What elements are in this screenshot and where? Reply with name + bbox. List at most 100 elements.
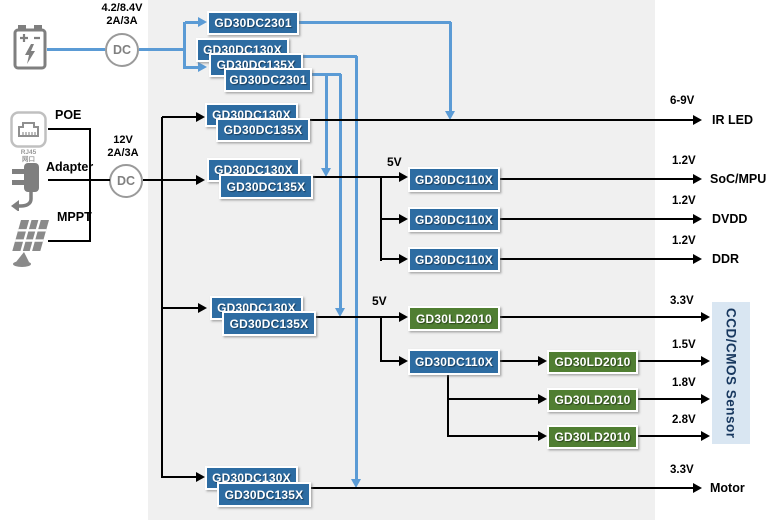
arrow-head (701, 431, 710, 441)
arrow-head (399, 172, 408, 182)
arrow-head (693, 174, 702, 184)
arrow-head (198, 303, 207, 313)
sensor33-out (500, 316, 701, 318)
arrow-head (335, 308, 345, 317)
box-33v-gd30ld2010: GD30LD2010 (408, 306, 500, 331)
input-bus (89, 129, 91, 242)
box-batt-gd30dc2301: GD30DC2301 (224, 68, 312, 92)
dc12-out-arrow (143, 179, 196, 181)
wired-rail-rating: 12V 2A/3A (83, 134, 163, 160)
battery-rail-current: 2A/3A (106, 15, 138, 27)
arrow-head (693, 483, 702, 493)
battery-to-dc (47, 48, 105, 51)
irled-out (305, 119, 693, 121)
arrow-head (198, 62, 207, 72)
row4-in-arrow (162, 476, 196, 478)
output-motor: Motor (710, 481, 745, 495)
voltage-sensor-33: 3.3V (670, 295, 694, 307)
box-boost-gd30dc2301: GD30DC2301 (207, 11, 299, 35)
arrow-head (701, 356, 710, 366)
voltage-sensor-28: 2.8V (672, 414, 696, 426)
rj45-caption: RJ45 网口 (10, 149, 47, 163)
box-5v1-gd30dc135x: GD30DC135X (219, 174, 313, 199)
box-5v2-gd30dc135x: GD30DC135X (222, 311, 316, 336)
dc-converter-wired: DC (109, 164, 143, 198)
battery-icon (13, 25, 47, 70)
arrow-head (399, 312, 408, 322)
output-ir-led: IR LED (712, 113, 753, 127)
arrow-head (693, 214, 702, 224)
arrow-head (196, 472, 205, 482)
batt-drop-to-5v2 (339, 74, 342, 308)
mppt-label: MPPT (57, 210, 92, 224)
soc-out (500, 178, 693, 180)
box-soc-gd30dc110x: GD30DC110X (408, 167, 500, 192)
c110b-in-arrow (381, 360, 399, 362)
c110b-drop (447, 374, 449, 437)
ddr-out (500, 258, 693, 260)
box-28v-gd30ld2010: GD30LD2010 (547, 425, 638, 449)
dc-batt-split (183, 22, 186, 69)
arrow-head (399, 356, 408, 366)
arrow-head (445, 111, 455, 120)
rail5v2-junction (380, 317, 382, 362)
box-irled-gd30dc135x: GD30DC135X (216, 118, 310, 142)
voltage-ir-led: 6-9V (670, 95, 695, 107)
arrow-head (198, 17, 207, 27)
box-dvdd-gd30dc110x: GD30DC110X (408, 207, 500, 232)
row1-in-arrow (162, 116, 196, 118)
poe-label: POE (55, 108, 82, 122)
dvdd-in-arrow (381, 218, 399, 220)
box-motor-gd30dc135x: GD30DC135X (217, 482, 311, 507)
arrow-head (399, 214, 408, 224)
box-18v-gd30ld2010: GD30LD2010 (547, 388, 638, 412)
boost-out (299, 21, 451, 24)
voltage-sensor-18: 1.8V (672, 377, 696, 389)
ld28-in-arrow (448, 435, 538, 437)
wired-rail-voltage: 12V (113, 134, 133, 146)
voltage-dvdd: 1.2V (672, 195, 696, 207)
ddr-in-arrow (381, 258, 399, 260)
voltage-sensor-15: 1.5V (672, 339, 696, 351)
sensor18-out (638, 398, 701, 400)
battery-rail-rating: 4.2/8.4V 2A/3A (82, 2, 162, 28)
arrow-head (196, 112, 205, 122)
ld18-in-arrow (448, 398, 538, 400)
rj45-caption-line1: RJ45 (20, 149, 37, 156)
power-adapter-icon (11, 163, 39, 211)
dvdd-out (500, 218, 693, 220)
arrow-head (701, 394, 710, 404)
arrow-head (399, 254, 408, 264)
arrow-head (538, 431, 547, 441)
wired-rail-current: 2A/3A (107, 147, 139, 159)
ccd-cmos-sensor-box: CCD/CMOS Sensor (712, 302, 750, 444)
rail5v2-out (314, 316, 382, 318)
batt-drop-to-5v1 (325, 74, 328, 168)
motor-out (310, 487, 693, 489)
arrow-head (701, 312, 710, 322)
dc-batt-out (139, 48, 185, 51)
to-boost-arrow (185, 21, 198, 24)
c110b-out-arrow (500, 360, 538, 362)
output-ddr: DDR (712, 252, 740, 266)
poe-line (48, 128, 91, 130)
batt130x-drop-to-motor (355, 56, 358, 479)
arrow-head (693, 115, 702, 125)
adapter-label: Adapter (46, 160, 94, 174)
rail5v1-out (310, 176, 382, 178)
arrow-head (693, 254, 702, 264)
trunk (161, 117, 163, 478)
arrow-head (538, 394, 547, 404)
dc-converter-battery-label: DC (112, 43, 132, 57)
rail-5v-label-2: 5V (372, 294, 387, 308)
rj45-caption-line2: 网口 (22, 156, 35, 163)
sensor15-out (638, 360, 701, 362)
box-sensor-gd30dc110x: GD30DC110X (408, 349, 500, 375)
voltage-soc: 1.2V (672, 155, 696, 167)
box-ddr-gd30dc110x: GD30DC110X (408, 247, 500, 272)
battery-rail-voltage: 4.2/8.4V (101, 2, 143, 14)
voltage-motor: 3.3V (670, 464, 694, 476)
output-soc-mpu: SoC/MPU (710, 172, 767, 186)
rail-5v-label-1: 5V (387, 155, 402, 169)
